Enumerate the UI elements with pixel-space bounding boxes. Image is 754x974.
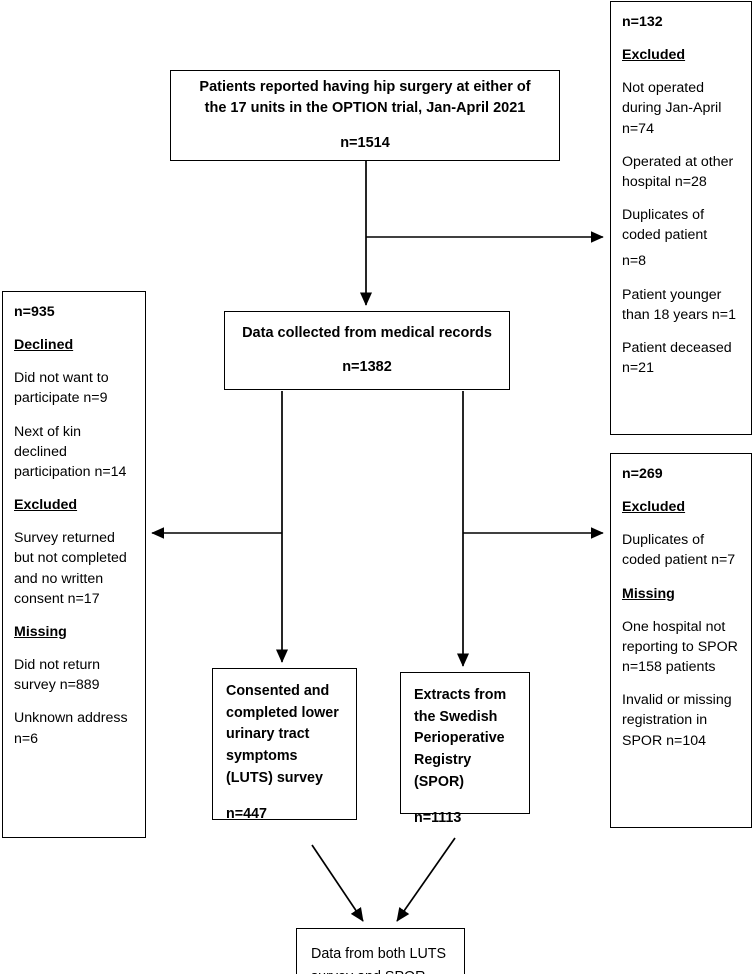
- excluded-top-right-count: n=132: [622, 14, 663, 30]
- box-spor-registry: Extracts from the Swedish Perioperative …: [400, 672, 530, 826]
- excluded-top-right-reason-2: Duplicates of coded patient: [622, 207, 708, 244]
- box-excluded-top-right: n=132 Excluded Not operated during Jan-A…: [610, 1, 752, 435]
- box-luts-title: Consented and completed lower urinary tr…: [226, 683, 339, 786]
- excluded-left-heading-missing: Missing: [14, 623, 67, 640]
- excluded-bottom-right-missing-0: One hospital not reporting to SPOR n=158…: [622, 618, 738, 676]
- box-source-title: Patients reported having hip surgery at …: [199, 79, 531, 117]
- excluded-bottom-right-excluded-0: Duplicates of coded patient n=7: [622, 532, 736, 569]
- box-data-collected-count: n=1382: [342, 359, 392, 375]
- excluded-top-right-reason-4: Patient younger than 18 years n=1: [622, 286, 736, 323]
- excluded-left-missing-0: Did not return survey n=889: [14, 657, 100, 694]
- connector-spor-to-final: [396, 837, 456, 922]
- excluded-left-heading-declined: Declined: [14, 337, 74, 354]
- box-luts-survey: Consented and completed lower urinary tr…: [212, 668, 357, 822]
- excluded-top-right-reason-3: n=8: [622, 253, 647, 270]
- excluded-bottom-right-missing-1: Invalid or missing registration in SPOR …: [622, 692, 732, 749]
- box-spor-count: n=1113: [414, 809, 462, 826]
- box-final-combined: Data from both LUTS survey and SPOR n=34…: [296, 928, 465, 974]
- excluded-left-missing-1: Unknown address n=6: [14, 710, 128, 747]
- box-source-cohort: Patients reported having hip surgery at …: [170, 70, 560, 161]
- excluded-top-right-reason-0: Not operated during Jan-April n=74: [622, 80, 722, 137]
- box-excluded-left: n=935 Declined Did not want to participa…: [2, 291, 146, 838]
- excluded-bottom-right-heading-excluded: Excluded: [622, 499, 686, 516]
- excluded-left-declined-0: Did not want to participate n=9: [14, 370, 109, 407]
- box-spor-title: Extracts from the Swedish Perioperative …: [414, 687, 507, 790]
- box-luts-count: n=447: [226, 805, 267, 822]
- connector-luts-to-final: [311, 844, 364, 922]
- excluded-left-declined-1: Next of kin declined participation n=14: [14, 423, 127, 480]
- excluded-top-right-reason-1: Operated at other hospital n=28: [622, 153, 734, 190]
- excluded-left-count: n=935: [14, 304, 55, 320]
- box-excluded-bottom-right: n=269 Excluded Duplicates of coded patie…: [610, 453, 752, 828]
- excluded-top-right-heading: Excluded: [622, 47, 686, 64]
- excluded-bottom-right-count: n=269: [622, 466, 663, 482]
- box-source-count: n=1514: [340, 134, 390, 151]
- box-data-collected-title: Data collected from medical records: [242, 324, 492, 341]
- excluded-bottom-right-heading-missing: Missing: [622, 585, 675, 602]
- excluded-left-heading-excluded: Excluded: [14, 497, 78, 514]
- excluded-left-excluded-0: Survey returned but not completed and no…: [14, 530, 127, 607]
- box-data-collected: Data collected from medical records n=13…: [224, 311, 510, 390]
- excluded-top-right-reason-5: Patient deceased n=21: [622, 339, 732, 377]
- box-final-title: Data from both LUTS survey and SPOR: [311, 946, 447, 974]
